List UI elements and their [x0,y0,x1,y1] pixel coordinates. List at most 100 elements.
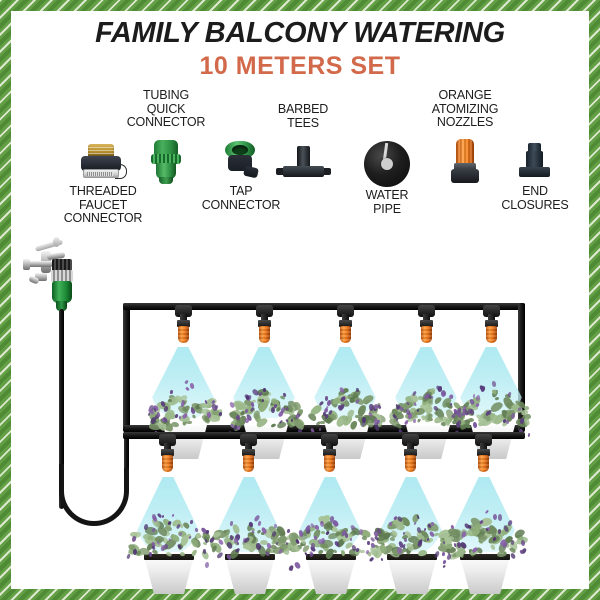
flower-bud [412,390,418,396]
flower-bud [282,392,286,398]
component-orange-atomizing-nozzles: ORANGE ATOMIZING NOZZLES [407,88,523,229]
planter [225,556,275,594]
leaf [179,551,186,557]
flower-bud [257,520,262,527]
component-barbed-tees: BARBED TEES [249,89,357,229]
soil [387,554,437,560]
flower-bud [254,542,261,551]
component-label: BARBED TEES [277,102,329,130]
lavender-plant [208,505,296,572]
atomizing-nozzle [418,305,435,343]
flower-bud [245,394,249,400]
flower-bud [474,402,480,408]
component-water-pipe: WATER PIPE [337,89,437,229]
flower-bud [430,521,434,527]
lavender-plant [307,379,388,434]
watering-system-diagram [11,229,589,594]
leaf [494,396,500,401]
flower-bud [204,562,210,569]
leaf [320,530,326,535]
component-threaded-faucet-connector: THREADED FAUCET CONNECTOR [47,89,159,229]
orange-atomizing-nozzle-icon [448,139,482,185]
flower-bud [156,411,161,418]
component-label: THREADED FAUCET CONNECTOR [63,184,143,225]
flower-bud [148,552,152,557]
supply-hose [59,309,64,509]
leaf [361,535,368,540]
flower-bud [171,513,175,518]
flower-bud [404,419,410,426]
upper-vertical-pipe [123,303,130,431]
atomizing-nozzle [321,434,338,472]
atomizing-nozzle [475,434,492,472]
component-label: WATER PIPE [365,188,409,216]
planter [387,556,437,594]
atomizing-nozzle [256,305,273,343]
flower-bud [416,514,421,519]
flower-bud [527,432,531,437]
leaf [416,418,421,424]
flower-bud [189,382,195,390]
flower-bud [236,541,240,546]
leaf [151,549,160,556]
atomizing-nozzle [402,434,419,472]
flower-bud [243,417,249,424]
leaf [315,421,322,427]
component-tap-connector: TAP CONNECTOR [186,89,296,229]
flower-bud [184,386,190,392]
flower-bud [189,519,194,525]
flower-bud [262,387,266,392]
component-label: END CLOSURES [501,184,569,212]
flower-bud [402,531,406,535]
flower-bud [126,553,132,560]
leaf [191,414,197,420]
flower-bud [442,552,446,557]
flower-bud [205,529,209,535]
water-pipe-coil-icon [364,141,410,187]
leaf [367,419,373,423]
lavender-plant [440,505,529,569]
flower-bud [218,411,222,416]
component-label: ORANGE ATOMIZING NOZZLES [431,88,499,129]
flower-bud [403,537,408,543]
flower-bud [413,401,418,406]
middle-horizontal-pipe [123,425,525,432]
leaf [190,548,198,557]
soil [460,554,510,560]
flower-bud [509,552,516,560]
planter [460,556,510,594]
component-tubing-quick-connector: TUBING QUICK CONNECTOR [106,88,226,229]
lavender-plant [126,505,212,569]
soil [144,554,194,560]
page-title: FAMILY BALCONY WATERING [95,17,505,49]
hose-loop [59,464,129,526]
leaf [165,551,173,558]
flower-bud [303,552,308,557]
component-label: TUBING QUICK CONNECTOR [126,88,206,129]
flower-bud [169,389,173,394]
component-legend: THREADED FAUCET CONNECTOR TUBING QUICK C… [11,88,589,229]
content-stage: FAMILY BALCONY WATERING 10 METERS SET TH… [11,11,589,594]
flower-bud [433,550,441,559]
flower-bud [412,418,417,424]
flower-bud [293,560,301,570]
leaf [417,549,428,557]
upper-horizontal-pipe [123,303,525,310]
flower-bud [413,521,418,526]
component-label: TAP CONNECTOR [201,184,281,212]
flower-bud [178,415,182,420]
flower-bud [368,556,375,563]
lavender-plant [387,379,470,435]
leaf [317,549,325,556]
planter [144,556,194,594]
threaded-faucet-connector-icon [79,144,129,184]
flower-bud [497,529,501,535]
flower-bud [484,509,490,515]
leaf [340,549,346,557]
component-end-closures: END CLOSURES [481,89,589,229]
flower-bud [310,542,315,549]
leaf [290,545,300,552]
flower-bud [289,565,294,571]
flower-bud [380,557,384,562]
